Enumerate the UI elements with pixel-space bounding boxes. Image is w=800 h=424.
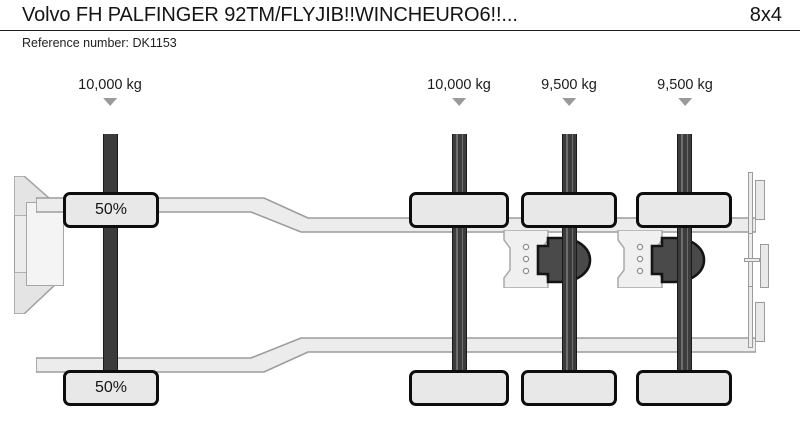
rear-crossmember-stub-upper	[744, 258, 760, 262]
wheel-load-percent-1-top: 50%	[94, 201, 128, 218]
wheel-axle-3-bottom[interactable]	[521, 370, 617, 406]
axle-weight-value-3: 9,500 kg	[541, 77, 597, 93]
wheel-axle-4-top[interactable]	[636, 192, 732, 228]
axle-weight-value-4: 9,500 kg	[657, 77, 713, 93]
rear-frame-extension	[760, 244, 769, 288]
triangle-down-icon	[677, 97, 692, 106]
wheel-load-percent-1-bottom: 50%	[94, 379, 128, 396]
wheel-axle-2-bottom[interactable]	[409, 370, 509, 406]
rear-upright-lower	[748, 286, 753, 348]
triangle-down-icon	[102, 97, 117, 106]
wheel-axle-1-bottom[interactable]: 50%	[63, 370, 159, 406]
wheel-axle-4-bottom[interactable]	[636, 370, 732, 406]
wheel-axle-2-top[interactable]	[409, 192, 509, 228]
axle-weight-label-2: 10,000 kg	[427, 77, 491, 106]
axle-configuration-badge: 8x4	[749, 4, 782, 26]
axle-weight-label-4: 9,500 kg	[657, 77, 713, 106]
triangle-down-icon	[451, 97, 466, 106]
triangle-down-icon	[561, 97, 576, 106]
axle-shaft-4	[677, 134, 692, 384]
page-subheader: Reference number: DK1153	[0, 32, 800, 54]
axle-shaft-3	[562, 134, 577, 384]
tail-bracket-upper	[755, 180, 765, 220]
axle-weight-label-3: 9,500 kg	[541, 77, 597, 106]
tail-bracket-lower	[755, 302, 765, 342]
chassis-rail-lower	[36, 337, 756, 373]
truck-axle-diagram: 10,000 kg 10,000 kg 9,500 kg 9,500 kg	[0, 54, 800, 424]
wheel-axle-1-top[interactable]: 50%	[63, 192, 159, 228]
rear-upright-upper	[748, 172, 753, 234]
reference-number: Reference number: DK1153	[22, 36, 177, 50]
wheel-axle-3-top[interactable]	[521, 192, 617, 228]
page-header: Volvo FH PALFINGER 92TM/FLYJIB!!WINCHEUR…	[0, 0, 800, 31]
axle-weight-value-2: 10,000 kg	[427, 77, 491, 93]
axle-shaft-1	[103, 134, 118, 384]
axle-shaft-2	[452, 134, 467, 384]
axle-weight-value-1: 10,000 kg	[78, 77, 142, 93]
axle-weight-label-1: 10,000 kg	[78, 77, 142, 106]
page-title: Volvo FH PALFINGER 92TM/FLYJIB!!WINCHEUR…	[22, 5, 518, 25]
